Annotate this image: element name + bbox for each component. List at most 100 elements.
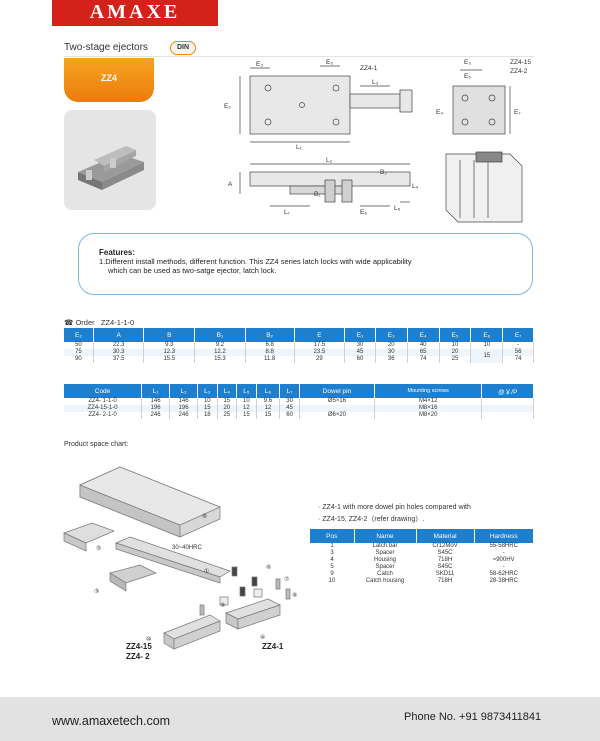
table-cell: S45C <box>437 564 453 570</box>
notes: · ZZ4-1 with more dowel pin holes compar… <box>318 502 471 526</box>
table-cell: 65 <box>407 349 440 356</box>
pos-9: ⑨ <box>220 602 225 609</box>
table-cell: 10 <box>197 398 218 405</box>
table-cell: 8.8 <box>245 349 295 356</box>
note-1: · ZZ4-1 with more dowel pin holes compar… <box>318 504 471 511</box>
table-cell: 56 <box>502 349 534 356</box>
th-dowel: Dowel pin <box>299 384 375 398</box>
th-l4: L₄ <box>217 384 238 398</box>
table-cell: 9.2 <box>194 342 246 349</box>
table-cell: Ø5×16 <box>299 398 375 405</box>
order-label: Order <box>75 318 95 327</box>
table-cell: M4×12 <box>374 398 483 405</box>
table-cell: S45C <box>437 550 453 556</box>
label-l5: L₅ <box>394 205 401 212</box>
th-l3: L₃ <box>197 384 218 398</box>
table-cell: 10 <box>470 342 504 349</box>
table-cell: Latch bar <box>372 543 398 549</box>
table-cell: 9.6 <box>256 398 281 405</box>
phone-icon: ☎ <box>64 318 74 327</box>
table-cell: 12.2 <box>194 349 246 356</box>
table-cell: 718H <box>437 578 453 584</box>
website-link[interactable]: www.amaxetech.com <box>52 714 171 728</box>
pos-10: ⑩ <box>146 636 151 643</box>
th-l2: L₂ <box>169 384 199 398</box>
label-e3-right: E₃ <box>464 59 471 66</box>
table-row: Pos Name Material Hardness <box>310 529 534 543</box>
label-a: A <box>228 181 233 188</box>
table-cell: 10 <box>328 578 336 584</box>
table-cell: 74 <box>407 356 440 363</box>
table-cell: 25 <box>217 412 238 419</box>
th-e2: E₂ <box>64 328 94 342</box>
table-cell: 28-38HRC <box>489 578 518 584</box>
label-b2: B₂ <box>380 169 387 176</box>
th-b1: B₁ <box>194 328 246 342</box>
th-e3: E₃ <box>375 328 408 342</box>
table-cell: M8×16 <box>374 405 483 412</box>
table-cell <box>481 405 534 412</box>
label-e5: E₅ <box>326 59 333 66</box>
th-l7: L₇ <box>279 384 300 398</box>
table-cell: 12 <box>256 405 281 412</box>
table-cell: SKD11 <box>435 571 455 577</box>
table-cell: 45 <box>279 405 300 412</box>
table-cell: 15.3 <box>194 356 246 363</box>
table-cell: 37.5 <box>93 356 145 363</box>
th-l5: L₅ <box>236 384 257 398</box>
table-cell: Housing <box>373 557 396 563</box>
table-cell: 15 <box>470 349 504 363</box>
table-cell: 90 <box>64 356 94 363</box>
label-e2: E₂ <box>224 103 231 110</box>
footer-bar <box>0 697 600 741</box>
model-tab: ZZ4 <box>64 58 154 102</box>
dim-label: 30~40HRC <box>172 545 203 551</box>
th-l6: L₆ <box>256 384 281 398</box>
table-cell: 6.8 <box>245 342 295 349</box>
th-price: @￥/P <box>481 384 534 398</box>
table-cell: 30 <box>344 342 376 349</box>
table-cell: 30.3 <box>93 349 145 356</box>
label-l1: L₁ <box>296 144 303 151</box>
group-label-zz4-15: ZZ4-15 <box>126 642 152 651</box>
pos-6: ⑥ <box>266 564 271 571</box>
features-line-2: which can be used as two-satge ejector, … <box>108 266 277 275</box>
label-e5-right: E₅ <box>464 73 471 80</box>
table-cell: ZZ4- 2-1-0 <box>64 412 143 419</box>
label-e6: E₆ <box>360 209 367 216</box>
exploded-view: 30~40HRC ⑥ ⑤ ① ③ ⑥ ⑦ ⑧ ⑨ ⑩ ④ ZZ4-15 ZZ4-… <box>63 466 297 661</box>
th-e4: E₄ <box>407 328 440 342</box>
table-cell <box>481 398 534 405</box>
label-e7: E₇ <box>514 109 521 116</box>
callout-top: ZZ4-1 <box>360 65 378 72</box>
label-l4: L₄ <box>412 183 419 190</box>
group-label-zz4-2: ZZ4- 2 <box>126 652 150 661</box>
table-cell: 146 <box>169 398 199 405</box>
phone-number: Phone No. +91 9873411841 <box>404 711 542 723</box>
table-cell: - <box>502 342 534 349</box>
page-title: Two-stage ejectors <box>64 42 148 53</box>
table-cell: - <box>502 564 505 570</box>
label-l2: L₂ <box>326 157 333 164</box>
table-cell: Cr12MoV <box>432 543 458 549</box>
table-cell: Catch <box>377 571 393 577</box>
table-cell: 12 <box>236 405 257 412</box>
th-e6: E₆ <box>470 328 504 342</box>
th-a: A <box>93 328 145 342</box>
table-cell: 246 <box>169 412 199 419</box>
th-b2: B₂ <box>245 328 295 342</box>
table-cell: 20 <box>217 405 238 412</box>
th-screws: Mounting screws <box>374 384 483 398</box>
product-space-chart-label: Product space chart: <box>64 441 129 448</box>
table-cell: 75 <box>64 349 94 356</box>
features-heading: Features: <box>99 248 136 257</box>
label-b1: B₁ <box>314 191 321 198</box>
table-cell: 196 <box>169 405 199 412</box>
